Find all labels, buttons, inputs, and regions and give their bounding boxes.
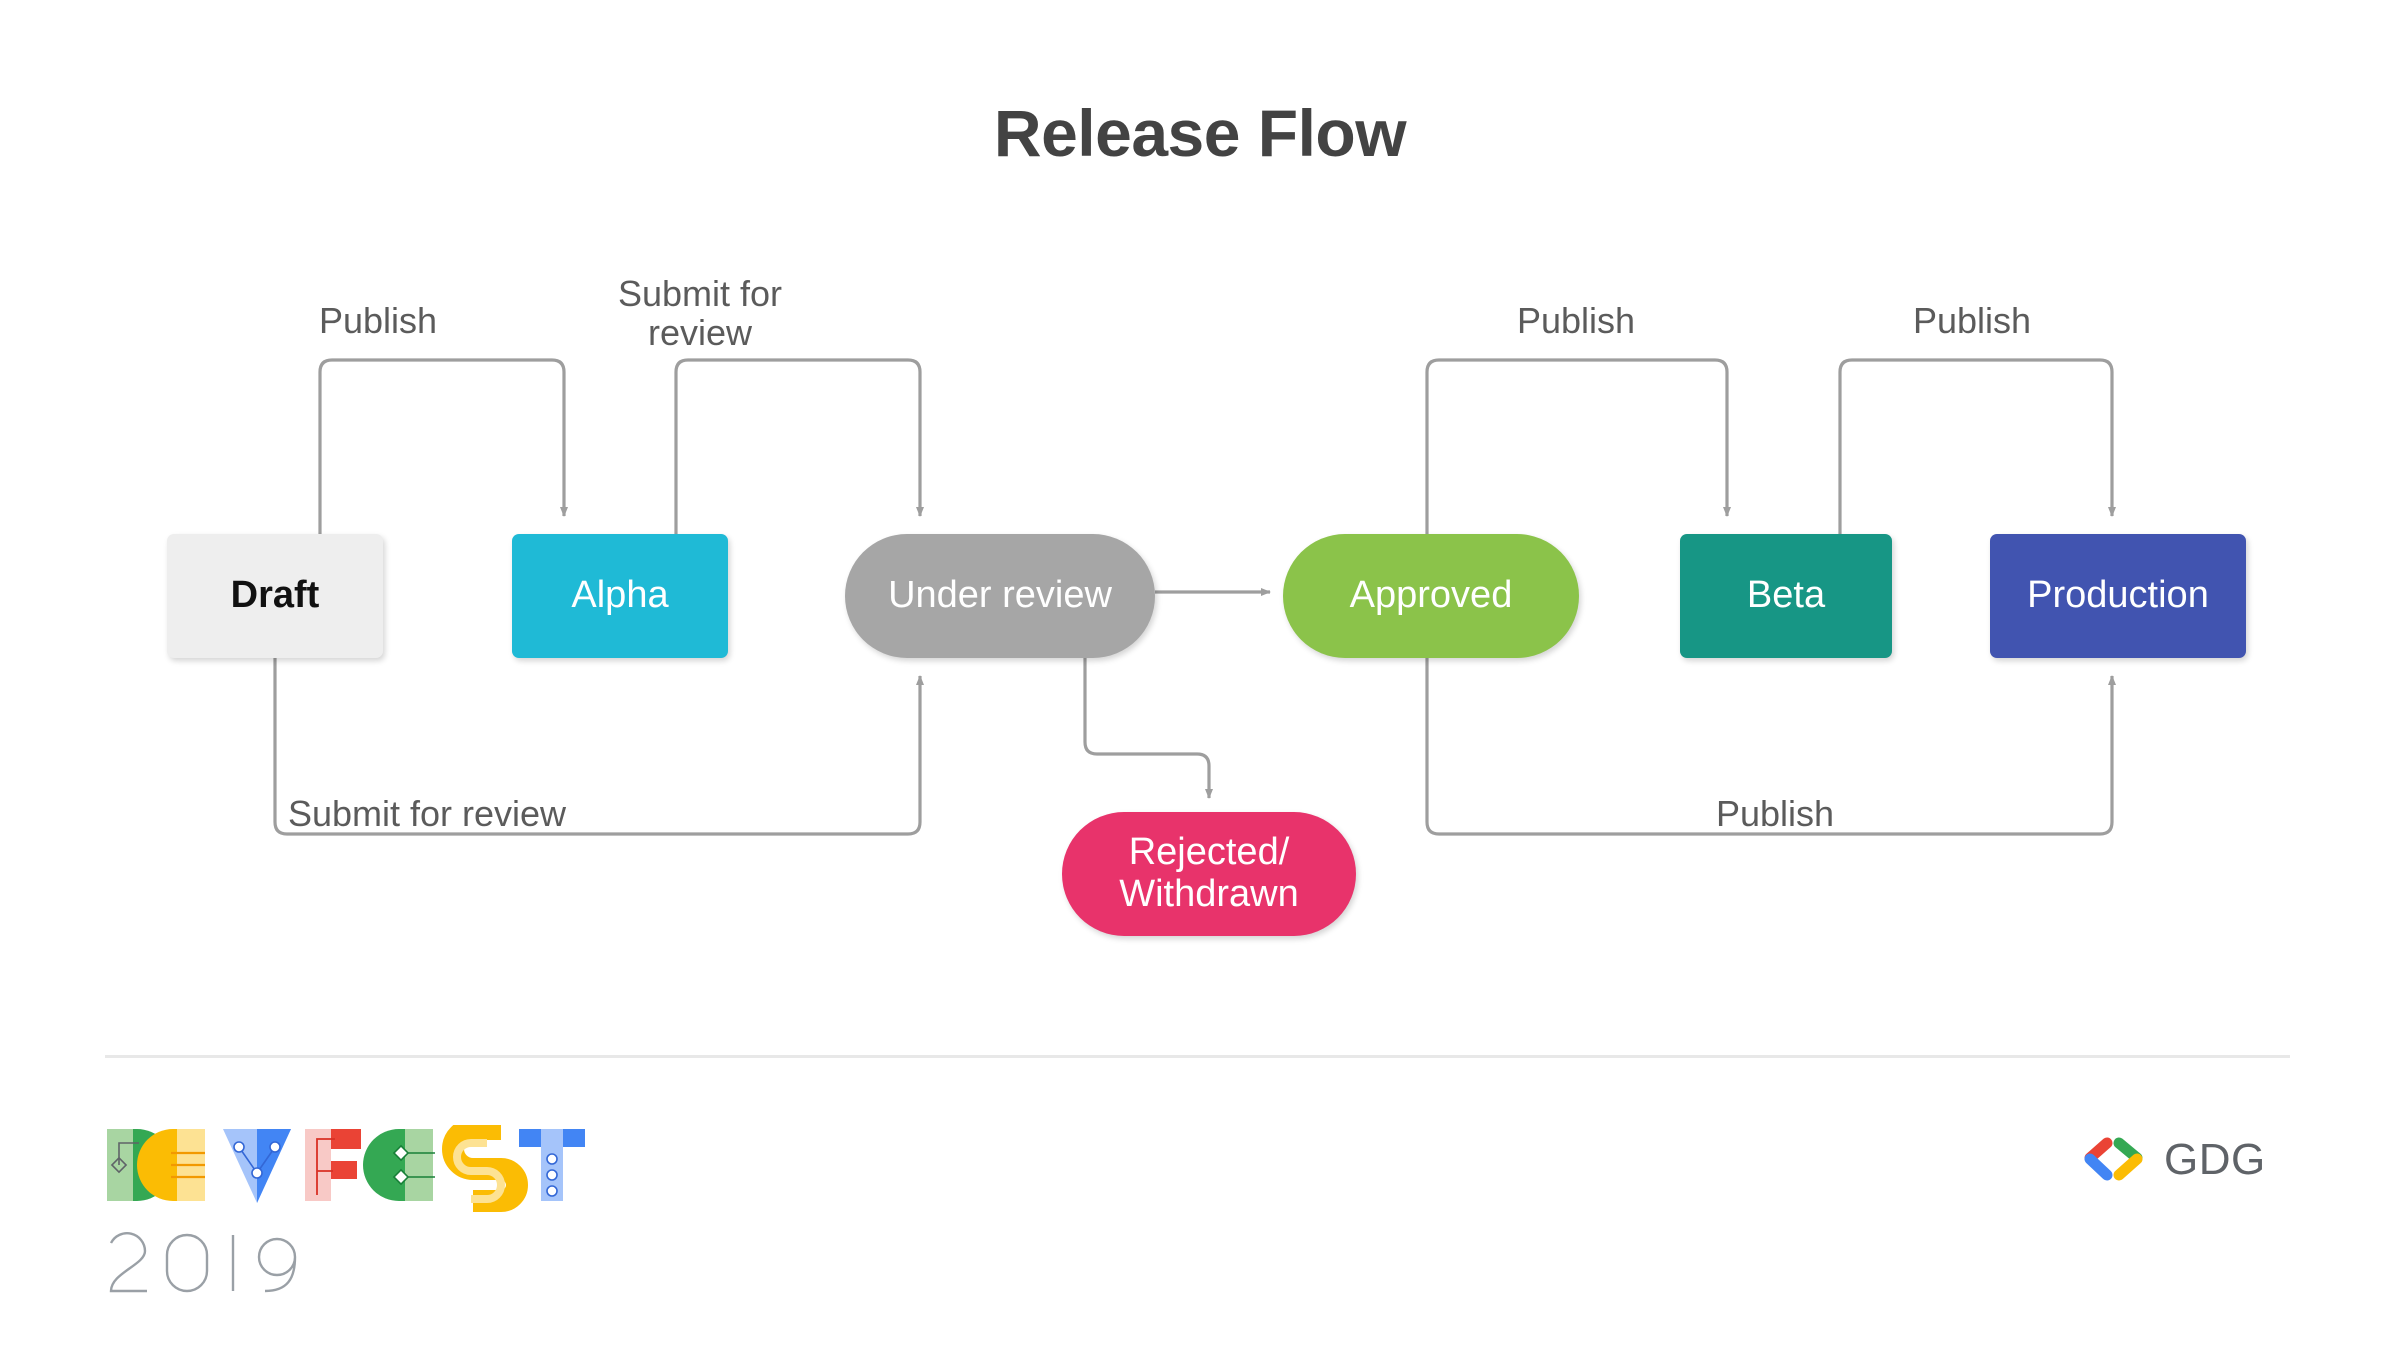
edge-label-beta-production: Publish — [1912, 300, 2032, 341]
flow-node-draft[interactable]: Draft — [167, 534, 383, 658]
devfest-letter-f — [305, 1129, 361, 1201]
edge-approved-beta — [1425, 358, 1731, 534]
gdg-logo: GDG — [2080, 1125, 2295, 1195]
devfest-letter-e2 — [363, 1129, 435, 1201]
edge-review-rejected — [1083, 658, 1213, 799]
edge-label-draft-review: Submit for review — [287, 793, 567, 834]
devfest-letter-v — [223, 1129, 291, 1203]
edge-beta-production — [1838, 358, 2116, 534]
edge-approved-production — [1425, 658, 2116, 836]
devfest-year — [109, 1232, 297, 1293]
page-title: Release Flow — [993, 96, 1407, 170]
devfest-letter-e — [137, 1129, 205, 1201]
gdg-label: GDG — [2164, 1135, 2266, 1184]
edge-label-draft-alpha: Publish — [318, 300, 438, 341]
edge-label-approved-production: Publish — [1715, 793, 1835, 834]
devfest-logo — [105, 1118, 585, 1315]
edge-label-approved-beta: Publish — [1516, 300, 1636, 341]
devfest-letter-t — [519, 1129, 585, 1201]
flow-node-beta[interactable]: Beta — [1680, 534, 1892, 658]
flow-node-production[interactable]: Production — [1990, 534, 2246, 658]
flow-node-approved[interactable]: Approved — [1283, 534, 1579, 658]
devfest-letter-s — [442, 1118, 528, 1212]
flow-node-under-review[interactable]: Under review — [845, 534, 1155, 658]
flow-node-rejected-withdrawn[interactable]: Rejected/ Withdrawn — [1062, 812, 1356, 936]
edge-alpha-review — [674, 358, 924, 534]
edge-draft-review — [273, 658, 924, 836]
footer-divider — [105, 1055, 2290, 1058]
edge-label-alpha-review: Submit for review — [617, 273, 783, 353]
gdg-chevron-icon — [2084, 1137, 2143, 1181]
edge-draft-alpha — [318, 358, 568, 534]
flow-node-alpha[interactable]: Alpha — [512, 534, 728, 658]
